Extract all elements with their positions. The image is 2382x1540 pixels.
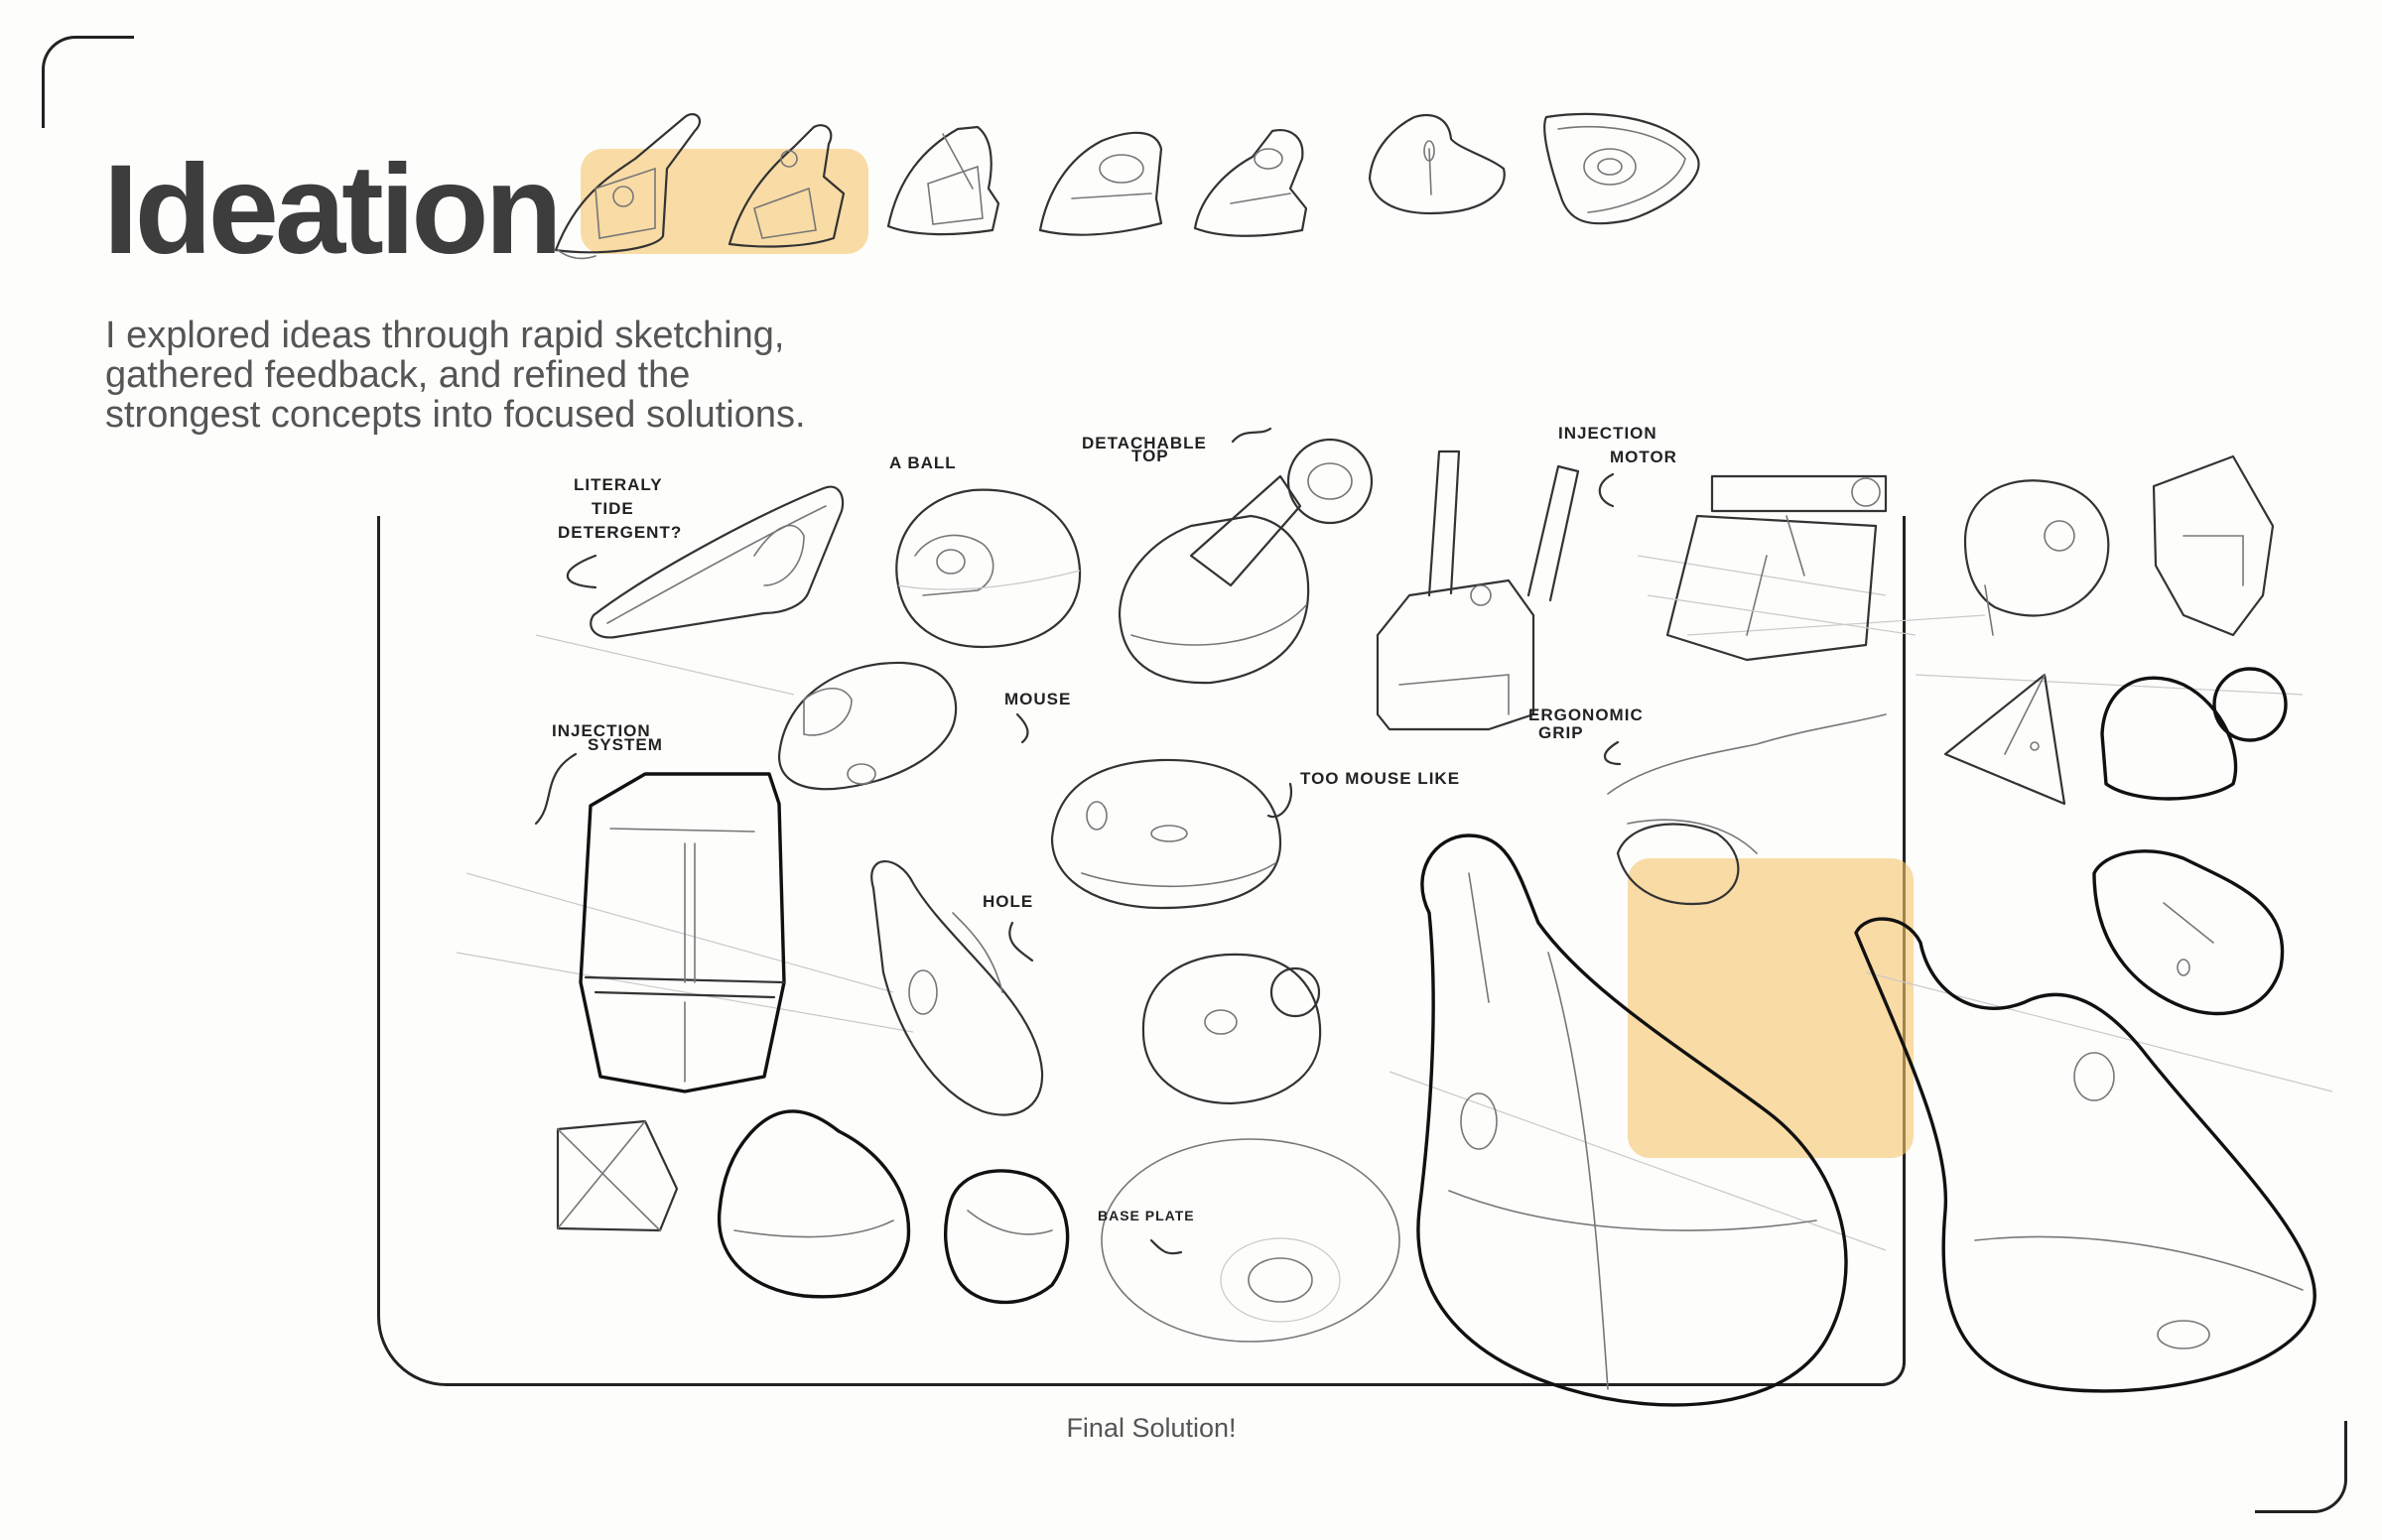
label-tide: TIDE bbox=[592, 499, 634, 518]
trackball-sketch bbox=[1141, 953, 1322, 1105]
thumbnail-7 bbox=[1543, 112, 1700, 225]
label-a-ball: A BALL bbox=[889, 453, 957, 472]
annotation-arrows bbox=[534, 427, 1622, 1255]
thumbnail-4 bbox=[1038, 131, 1163, 236]
thumbnail-5 bbox=[1193, 129, 1308, 237]
thumbnail-3 bbox=[886, 125, 1000, 236]
label-literaly: LITERALY bbox=[574, 475, 663, 494]
label-too-mouse-like: TOO MOUSE LIKE bbox=[1300, 769, 1460, 788]
label-ergonomic: ERGONOMIC bbox=[1528, 706, 1644, 724]
hand-grip-sketch bbox=[1607, 713, 1887, 905]
pebble-sketch bbox=[717, 1109, 911, 1299]
label-motor: MOTOR bbox=[1610, 448, 1677, 466]
shell-sketch bbox=[1963, 479, 2110, 636]
highlight-final-solution bbox=[1628, 858, 1914, 1158]
label-injection-motor: INJECTION bbox=[1558, 424, 1657, 443]
page-title: Ideation bbox=[103, 139, 563, 281]
label-hole: HOLE bbox=[983, 892, 1033, 911]
label-top: TOP bbox=[1131, 447, 1169, 465]
injection-motor-sketch bbox=[1647, 474, 1917, 662]
label-injection-system: INJECTION bbox=[552, 721, 651, 740]
construction-lines bbox=[456, 555, 2333, 1251]
detachable-top-sketch bbox=[1118, 438, 1374, 685]
highlight-top-concepts bbox=[581, 149, 868, 254]
injection-frame-sketch bbox=[1376, 449, 1580, 731]
final-solution-sketch-2 bbox=[1854, 917, 2316, 1393]
small-pebble-sketch bbox=[943, 1169, 1070, 1305]
label-base-plate: BASE PLATE bbox=[1098, 1208, 1195, 1223]
base-plate-sketch bbox=[1101, 1138, 1400, 1343]
thumbnail-6 bbox=[1368, 113, 1506, 215]
tetrahedron-sketch bbox=[1943, 673, 2066, 806]
label-detergent: DETERGENT? bbox=[558, 523, 682, 542]
sketch-labels: LITERALY TIDE DETERGENT? A BALL DETACHAB… bbox=[552, 424, 1677, 1223]
hole-sketch bbox=[870, 860, 1044, 1116]
thumbnail-1 bbox=[554, 113, 702, 260]
description-text: I explored ideas through rapid sketching… bbox=[105, 315, 806, 436]
mouse-sketch bbox=[777, 661, 958, 791]
final-solution-sketch-1 bbox=[1416, 834, 1848, 1407]
injection-system-sketch bbox=[579, 772, 786, 1093]
pyramid-box-sketch bbox=[556, 1119, 679, 1232]
thumbnail-sketches bbox=[554, 112, 1700, 260]
label-detachable: DETACHABLE bbox=[1082, 434, 1207, 452]
detergent-sketch bbox=[590, 485, 845, 639]
corner-bracket-bottom-right bbox=[2255, 1421, 2347, 1513]
corner-bracket-top-left bbox=[42, 36, 134, 128]
sphere-grip-sketch bbox=[2100, 667, 2288, 801]
ball-sketch bbox=[895, 488, 1082, 649]
too-mouse-like-sketch bbox=[1050, 758, 1282, 910]
label-system: SYSTEM bbox=[588, 735, 663, 754]
label-mouse: MOUSE bbox=[1004, 690, 1071, 708]
final-solution-caption: Final Solution! bbox=[1066, 1413, 1237, 1443]
label-grip: GRIP bbox=[1538, 723, 1584, 742]
thumbnail-2 bbox=[728, 124, 846, 248]
cone-grip-sketch bbox=[2092, 849, 2285, 1016]
block-sketch bbox=[2152, 454, 2275, 637]
